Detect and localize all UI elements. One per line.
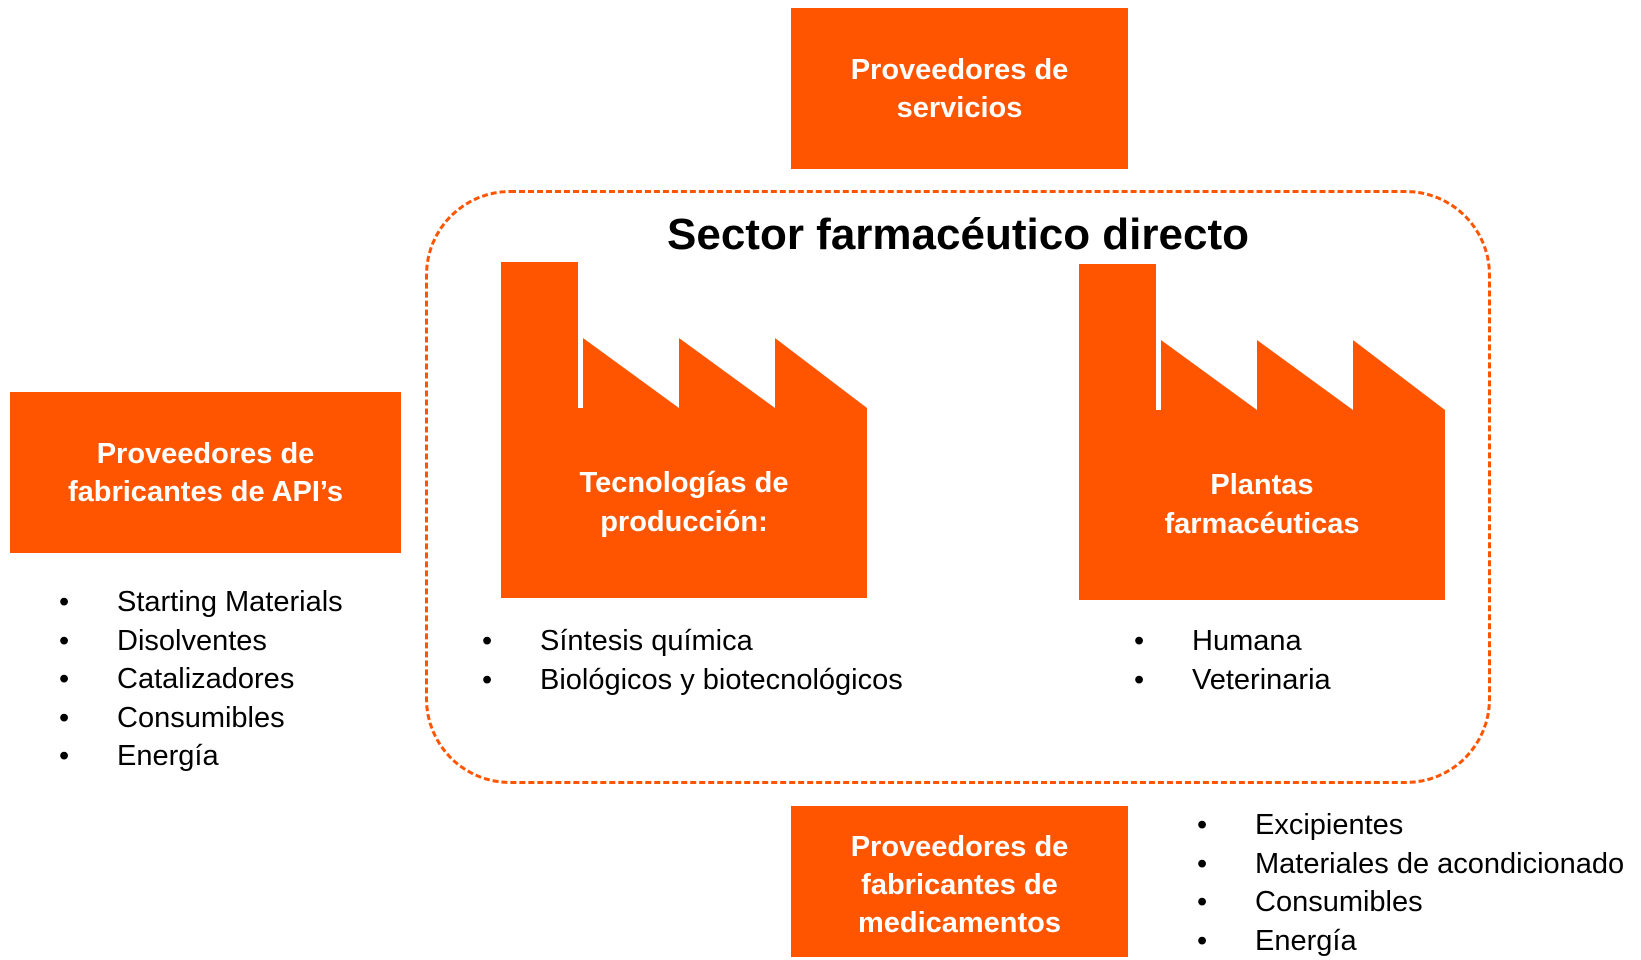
- list-item: •Humana: [1130, 622, 1331, 661]
- list-item-label: Consumibles: [117, 702, 285, 734]
- services-supplier-box: Proveedores de servicios: [791, 8, 1128, 169]
- list-item: •Energía: [55, 737, 343, 776]
- list-item: •Biológicos y biotecnológicos: [478, 661, 903, 700]
- box-line: servicios: [851, 89, 1069, 127]
- list-item: •Consumibles: [55, 699, 343, 738]
- label-line: producción:: [501, 503, 867, 542]
- drug-inputs-list: •Excipientes •Materiales de acondicionad…: [1193, 806, 1624, 960]
- plants-factory: Plantas farmacéuticas: [1079, 264, 1445, 600]
- list-item: •Starting Materials: [55, 583, 343, 622]
- bullet: •: [1193, 922, 1255, 960]
- list-item-label: Materiales de acondicionado: [1255, 848, 1624, 880]
- list-item-label: Energía: [117, 740, 219, 772]
- bullet: •: [1193, 883, 1255, 922]
- plants-label: Plantas farmacéuticas: [1079, 466, 1445, 544]
- api-supplier-box: Proveedores de fabricantes de API’s: [10, 392, 401, 553]
- factory-icon: [1079, 264, 1445, 600]
- list-item: •Excipientes: [1193, 806, 1624, 845]
- factory-icon: [501, 262, 867, 598]
- diagram-title: Sector farmacéutico directo: [425, 208, 1491, 262]
- list-item-label: Starting Materials: [117, 586, 343, 618]
- label-line: Plantas: [1079, 466, 1445, 505]
- list-item-label: Síntesis química: [540, 625, 753, 657]
- production-factory: Tecnologías de producción:: [501, 262, 867, 598]
- bullet: •: [1130, 622, 1192, 661]
- list-item-label: Excipientes: [1255, 809, 1403, 841]
- box-line: Proveedores de: [68, 435, 343, 473]
- bullet: •: [55, 699, 117, 738]
- list-item: •Consumibles: [1193, 883, 1624, 922]
- box-line: medicamentos: [851, 904, 1069, 942]
- list-item: •Disolventes: [55, 622, 343, 661]
- bullet: •: [1193, 845, 1255, 884]
- list-item: •Materiales de acondicionado: [1193, 845, 1624, 884]
- list-item-label: Humana: [1192, 625, 1302, 657]
- label-line: farmacéuticas: [1079, 505, 1445, 544]
- list-item-label: Veterinaria: [1192, 664, 1331, 696]
- production-items-list: •Síntesis química •Biológicos y biotecno…: [478, 622, 903, 699]
- bullet: •: [55, 737, 117, 776]
- label-line: Tecnologías de: [501, 464, 867, 503]
- list-item-label: Energía: [1255, 925, 1357, 957]
- bullet: •: [478, 622, 540, 661]
- bullet: •: [55, 622, 117, 661]
- drug-supplier-box: Proveedores de fabricantes de medicament…: [791, 806, 1128, 957]
- bullet: •: [55, 660, 117, 699]
- plants-items-list: •Humana •Veterinaria: [1130, 622, 1331, 699]
- box-line: fabricantes de API’s: [68, 473, 343, 511]
- list-item: •Síntesis química: [478, 622, 903, 661]
- bullet: •: [1130, 661, 1192, 700]
- bullet: •: [1193, 806, 1255, 845]
- list-item-label: Biológicos y biotecnológicos: [540, 664, 903, 696]
- list-item: •Catalizadores: [55, 660, 343, 699]
- list-item-label: Catalizadores: [117, 663, 294, 695]
- api-inputs-list: •Starting Materials •Disolventes •Catali…: [55, 583, 343, 776]
- bullet: •: [55, 583, 117, 622]
- bullet: •: [478, 661, 540, 700]
- box-line: Proveedores de: [851, 51, 1069, 89]
- list-item: •Veterinaria: [1130, 661, 1331, 700]
- box-line: Proveedores de: [851, 828, 1069, 866]
- list-item-label: Consumibles: [1255, 886, 1423, 918]
- list-item-label: Disolventes: [117, 625, 267, 657]
- list-item: •Energía: [1193, 922, 1624, 960]
- box-line: fabricantes de: [851, 866, 1069, 904]
- production-label: Tecnologías de producción:: [501, 464, 867, 542]
